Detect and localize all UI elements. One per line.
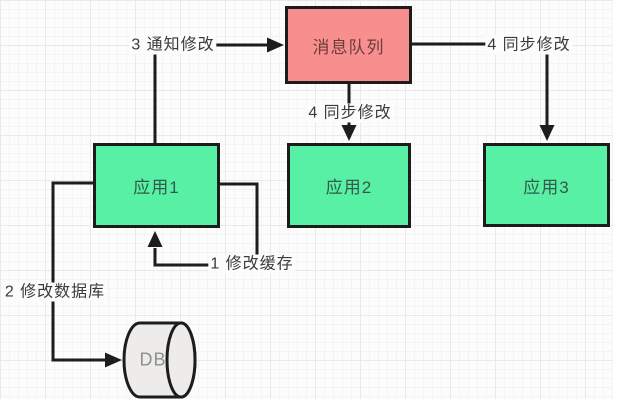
edge-label-sync-right: 4 同步修改 bbox=[485, 35, 573, 55]
db-cylinder bbox=[122, 321, 197, 399]
edge-sync-right bbox=[412, 42, 555, 141]
app2-node: 应用2 bbox=[287, 143, 411, 228]
edge-db-write bbox=[51, 181, 122, 368]
db-cylinder-cap bbox=[165, 321, 197, 399]
canvas-margin-bottom bbox=[0, 399, 620, 412]
arrowhead-up-icon bbox=[147, 231, 163, 247]
edge-label-notify: 3 通知修改 bbox=[129, 35, 217, 55]
message-queue-node: 消息队列 bbox=[285, 6, 412, 84]
app2-label: 应用2 bbox=[325, 178, 373, 197]
arrowhead-down-icon bbox=[341, 125, 357, 141]
arrowhead-down-icon bbox=[539, 125, 555, 141]
app1-node: 应用1 bbox=[93, 143, 220, 228]
message-queue-label: 消息队列 bbox=[312, 37, 385, 57]
db-label: DB bbox=[139, 349, 167, 370]
edge-label-sync-middle: 4 同步修改 bbox=[306, 103, 394, 123]
edge-label-db-write: 2 修改数据库 bbox=[2, 282, 108, 302]
edge-label-cache: 1 修改缓存 bbox=[208, 254, 296, 274]
app3-node: 应用3 bbox=[483, 143, 610, 227]
app3-label: 应用3 bbox=[523, 177, 570, 197]
arrowhead-right-icon bbox=[105, 352, 122, 368]
arrowhead-right-icon bbox=[267, 37, 284, 53]
app1-label: 应用1 bbox=[133, 178, 180, 197]
canvas-margin-right bbox=[613, 0, 620, 412]
